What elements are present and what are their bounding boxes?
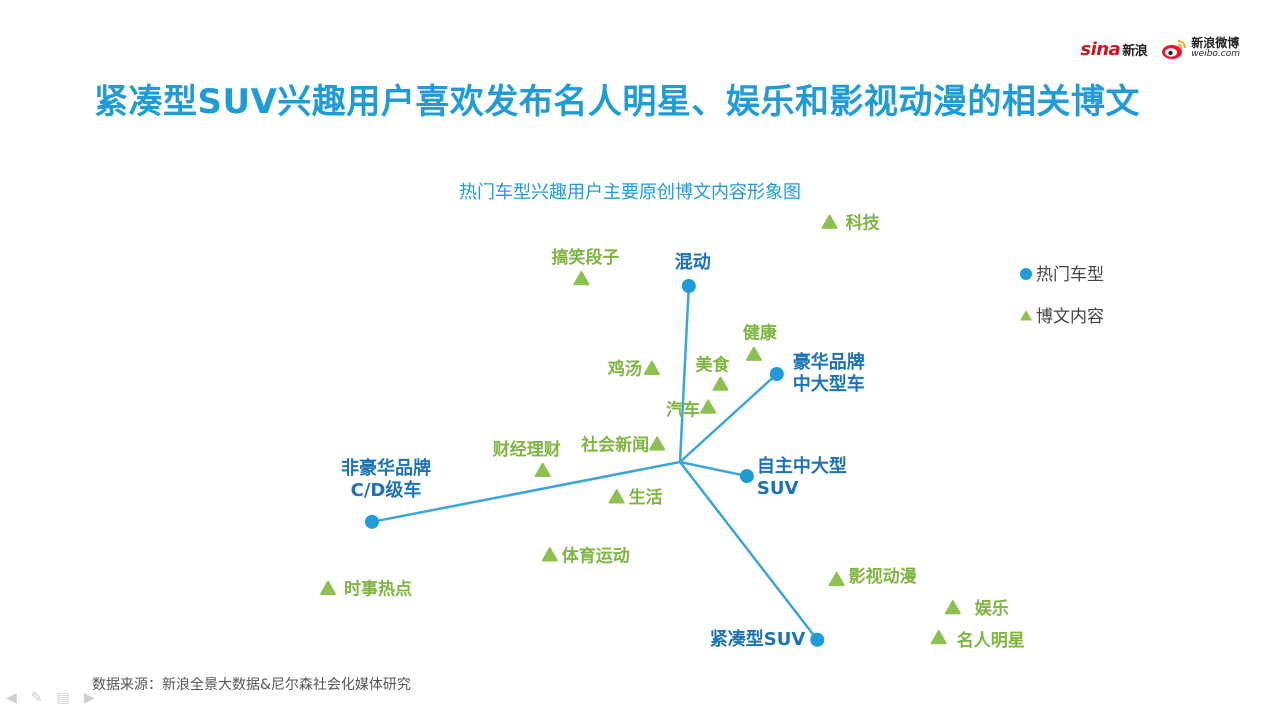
content-topic-point (573, 270, 590, 286)
car-vector-line (679, 373, 778, 463)
car-type-point (681, 279, 696, 293)
content-topic-point (712, 376, 729, 391)
content-topic-label: 汽车 (666, 399, 700, 420)
legend-circle-marker (1020, 268, 1032, 280)
sina-logo-cn: 新浪 (1122, 43, 1148, 59)
weibo-logo-cn: 新浪微博 (1191, 36, 1240, 50)
content-topic-point (944, 600, 961, 615)
chart-title: 热门车型兴趣用户主要原创博文内容形象图 (459, 182, 801, 203)
content-topic-point (541, 547, 558, 562)
slide-nav-controls: ◀ ✎ ▤ ▶ (6, 690, 95, 706)
content-topic-point (930, 630, 947, 645)
data-source-note: 数据来源：新浪全景大数据&尼尔森社会化媒体研究 (92, 677, 411, 693)
content-topic-point (643, 360, 660, 375)
legend-label: 博文内容 (1036, 307, 1104, 327)
menu-icon[interactable]: ▤ (56, 690, 70, 706)
sina-logo-text: sina (1080, 38, 1121, 60)
car-vector-line (679, 460, 748, 478)
content-topic-label: 鸡汤 (607, 359, 642, 380)
content-topic-label: 美食 (695, 355, 730, 376)
car-type-point (810, 632, 825, 647)
content-topic-label: 财经理财 (492, 439, 561, 460)
content-topic-label: 体育运动 (562, 545, 630, 566)
content-topic-label: 科技 (846, 213, 881, 234)
content-topic-label: 时事热点 (344, 579, 412, 600)
content-topic-label: 娱乐 (975, 598, 1009, 619)
content-topic-point (828, 571, 845, 587)
car-vector-line (371, 460, 681, 524)
content-topic-label: 生活 (629, 487, 663, 508)
car-type-point (739, 469, 754, 484)
page-title: 紧凑型SUV兴趣用户喜欢发布名人明星、娱乐和影视动漫的相关博文 (94, 82, 1140, 122)
car-type-label: 混动 (675, 252, 711, 273)
content-topic-label: 名人明星 (957, 630, 1025, 651)
weibo-logo-url: weibo.com (1191, 49, 1240, 59)
content-topic-label: 影视动漫 (849, 566, 918, 587)
content-topic-label: 健康 (743, 323, 778, 344)
car-vector-line (678, 285, 691, 463)
content-topic-point (649, 436, 666, 451)
content-topic-point (320, 580, 336, 595)
car-type-point (365, 514, 379, 529)
legend-label: 热门车型 (1036, 265, 1104, 285)
content-topic-label: 搞笑段子 (551, 247, 619, 268)
weibo-eye-icon (1162, 40, 1187, 59)
legend-triangle-marker (1020, 310, 1032, 321)
car-vector-line (679, 461, 819, 641)
next-slide-icon[interactable]: ▶ (83, 690, 95, 706)
prev-slide-icon[interactable]: ◀ (6, 690, 17, 706)
content-topic-point (821, 214, 838, 229)
content-topic-point (700, 399, 717, 414)
content-topic-point (745, 346, 762, 361)
weibo-logo: 新浪微博 weibo.com (1161, 36, 1240, 60)
content-topic-point (608, 489, 625, 504)
content-topic-label: 社会新闻 (580, 434, 649, 455)
pen-icon[interactable]: ✎ (30, 690, 43, 706)
car-type-point (769, 367, 784, 381)
content-topic-point (534, 462, 551, 478)
car-type-label: 豪华品牌中大型车 (793, 351, 865, 395)
car-type-label: 紧凑型SUV (710, 628, 806, 650)
